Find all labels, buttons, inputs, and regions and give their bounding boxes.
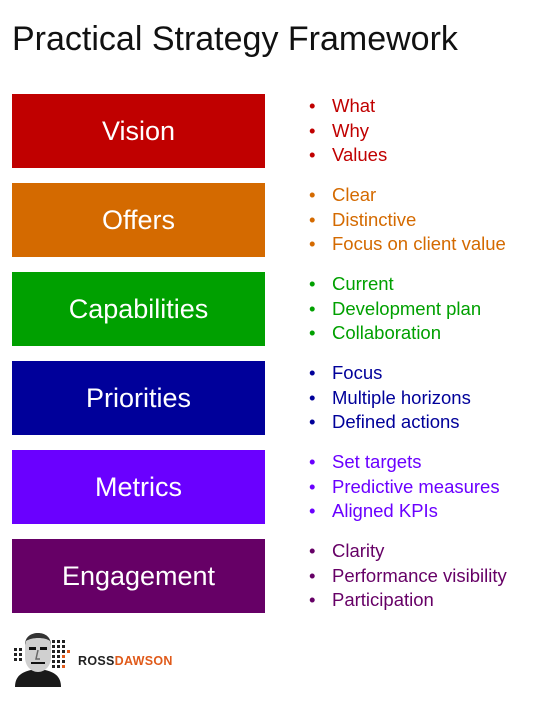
framework-row-vision: Vision What Why Values (12, 94, 532, 168)
row-box: Engagement (12, 539, 265, 613)
row-box: Priorities (12, 361, 265, 435)
row-label: Engagement (61, 560, 216, 591)
bullet-item: Why (308, 119, 387, 144)
row-label: Capabilities (68, 293, 209, 324)
framework-row-capabilities: Capabilities Current Development plan Co… (12, 272, 532, 346)
bullet-item: Development plan (308, 297, 481, 322)
row-label: Offers (101, 204, 176, 235)
row-bullets: Clear Distinctive Focus on client value (308, 183, 506, 257)
framework-row-engagement: Engagement Clarity Performance visibilit… (12, 539, 532, 613)
bullet-item: Focus (308, 361, 471, 386)
bullet-item: Clear (308, 183, 506, 208)
row-bullets: Set targets Predictive measures Aligned … (308, 450, 500, 524)
row-bullets: Clarity Performance visibility Participa… (308, 539, 507, 613)
row-bullets: Focus Multiple horizons Defined actions (308, 361, 471, 435)
bullet-item: Values (308, 143, 387, 168)
brand-name-part1: ROSS (78, 654, 115, 668)
row-box: Capabilities (12, 272, 265, 346)
bullet-item: Defined actions (308, 410, 471, 435)
framework-row-metrics: Metrics Set targets Predictive measures … (12, 450, 532, 524)
bullet-item: Set targets (308, 450, 500, 475)
row-box: Metrics (12, 450, 265, 524)
brand-name-part2: DAWSON (114, 654, 173, 668)
bullet-item: Distinctive (308, 208, 506, 233)
bullet-item: Collaboration (308, 321, 481, 346)
row-box: Offers (12, 183, 265, 257)
row-label: Vision (101, 115, 176, 146)
row-bullets: What Why Values (308, 94, 387, 168)
row-bullets: Current Development plan Collaboration (308, 272, 481, 346)
page-title: Practical Strategy Framework (12, 20, 458, 58)
bullet-item: What (308, 94, 387, 119)
bullet-item: Current (308, 272, 481, 297)
bullet-item: Clarity (308, 539, 507, 564)
bullet-item: Multiple horizons (308, 386, 471, 411)
bullet-item: Performance visibility (308, 564, 507, 589)
bullet-item: Focus on client value (308, 232, 506, 257)
brand-logo: ROSSDAWSON (12, 632, 202, 688)
portrait-logo-icon (14, 633, 70, 687)
row-box: Vision (12, 94, 265, 168)
brand-wordmark: ROSSDAWSON (78, 654, 173, 668)
framework-row-priorities: Priorities Focus Multiple horizons Defin… (12, 361, 532, 435)
framework-row-offers: Offers Clear Distinctive Focus on client… (12, 183, 532, 257)
bullet-item: Participation (308, 588, 507, 613)
row-label: Metrics (95, 471, 182, 502)
bullet-item: Aligned KPIs (308, 499, 500, 524)
bullet-item: Predictive measures (308, 475, 500, 500)
row-label: Priorities (85, 382, 192, 413)
